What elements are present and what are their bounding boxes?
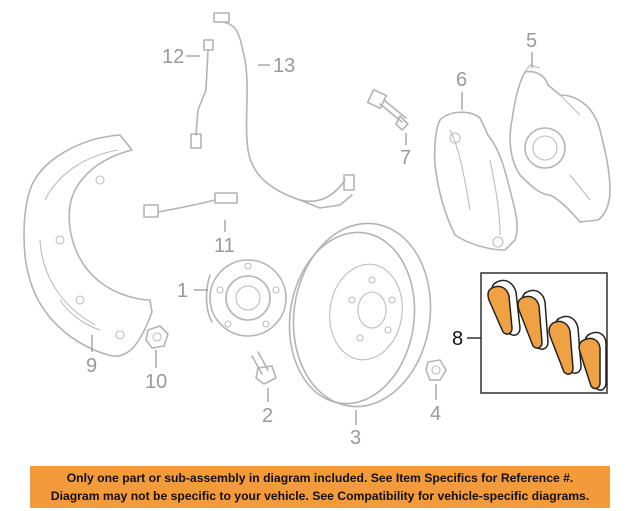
callout-10: 10 (145, 371, 167, 393)
callout-9: 9 (86, 355, 97, 377)
disclaimer-banner: Only one part or sub-assembly in diagram… (30, 466, 610, 508)
brake-pad-3 (548, 315, 582, 375)
callout-11: 11 (214, 235, 235, 257)
brake-pad-1 (487, 279, 521, 336)
disclaimer-line-2: Diagram may not be specific to your vehi… (50, 489, 590, 503)
brake-pad-2 (517, 289, 549, 350)
hub-bolt-part (251, 351, 277, 385)
callout-12: 12 (162, 46, 184, 68)
brake-pad-set-part[interactable] (480, 272, 608, 394)
long-wear-sensor-part (143, 192, 238, 218)
brake-pad-4 (578, 331, 607, 391)
callout-5: 5 (526, 30, 537, 52)
disclaimer-line-1: Only one part or sub-assembly in diagram… (66, 471, 574, 485)
splash-shield-part (23, 134, 153, 357)
nut-part (145, 325, 169, 349)
steering-knuckle-part (509, 64, 611, 223)
callout-1: 1 (177, 280, 188, 302)
caliper-bolt-part (366, 88, 409, 131)
callout-4: 4 (430, 403, 441, 425)
callout-6: 6 (456, 69, 467, 91)
rotor-nut-part (425, 359, 447, 381)
brake-rotor-part (288, 222, 432, 408)
callout-8: 8 (452, 328, 463, 350)
callout-13: 13 (273, 55, 295, 77)
hub-bearing-part (205, 259, 287, 337)
abs-sensor-cable-part (213, 12, 355, 209)
leader-lines (91, 52, 533, 425)
callout-3: 3 (350, 427, 361, 449)
caliper-bracket-part (433, 111, 518, 251)
callout-7: 7 (400, 147, 411, 169)
callout-2: 2 (262, 405, 273, 427)
short-wear-sensor-part (190, 39, 214, 149)
